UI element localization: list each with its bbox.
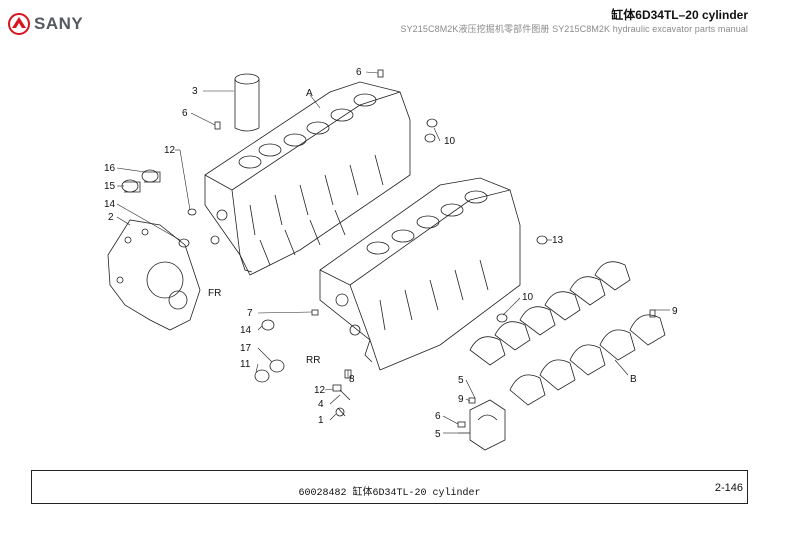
- bolts-lower: [332, 369, 352, 417]
- callout-8: 8: [349, 374, 355, 385]
- pin-7: [311, 309, 319, 316]
- callout-9-right: 9: [672, 306, 678, 317]
- seal-14-upper: [178, 238, 190, 248]
- callout-5-upper: 5: [458, 375, 464, 386]
- callout-4: 4: [318, 399, 324, 410]
- callout-13: 13: [552, 235, 564, 246]
- callout-7: 7: [247, 308, 253, 319]
- leader-lines: [116, 71, 670, 434]
- callout-labels: 3 6 A 6 10 12 16 15 14 2 FR 13 10 9 7 14…: [104, 67, 678, 440]
- callout-12-upper: 12: [164, 145, 176, 156]
- seal-14-lower: [261, 319, 275, 331]
- callout-16: 16: [104, 163, 116, 174]
- callout-15: 15: [104, 181, 116, 192]
- page-subtitle: SY215C8M2K液压挖掘机零部件图册 SY215C8M2K hydrauli…: [400, 24, 748, 34]
- part-caption: 60028482 缸体6D34TL-20 cylinder: [298, 488, 481, 499]
- bearing-caps-lower: [509, 314, 666, 406]
- plugs-17-11: [254, 359, 285, 383]
- plug-13: [536, 235, 548, 245]
- callout-1: 1: [318, 415, 324, 426]
- callout-14-lower: 14: [240, 325, 252, 336]
- callout-6-lower: 6: [435, 411, 441, 422]
- callout-6-top: 6: [356, 67, 362, 78]
- caption-bar: 60028482 缸体6D34TL-20 cylinder 2-146: [31, 470, 748, 504]
- cylinder-liner: [234, 73, 260, 132]
- callout-14-upper: 14: [104, 199, 116, 210]
- page-title: 缸体6D34TL–20 cylinder: [611, 8, 748, 22]
- callout-2: 2: [108, 212, 114, 223]
- callout-17: 17: [240, 343, 252, 354]
- plug-10-lower: [496, 313, 508, 323]
- logo-text: SANY: [34, 14, 84, 33]
- plug-12-upper: [187, 208, 197, 216]
- callout-A: A: [306, 88, 313, 99]
- callout-11: 11: [240, 359, 251, 370]
- pin-9-right: [649, 309, 656, 318]
- callout-10-lower: 10: [522, 292, 534, 303]
- rear-bearing-cap: [457, 397, 506, 451]
- callout-5-lower: 5: [435, 429, 441, 440]
- pin-6-top: [377, 69, 384, 78]
- sany-emblem-icon: [8, 13, 30, 35]
- pin-6-left: [214, 121, 221, 130]
- bearing-caps-upper: [469, 261, 631, 366]
- plugs-left: [121, 169, 161, 193]
- callout-9-lower: 9: [458, 394, 464, 405]
- callout-3: 3: [192, 86, 198, 97]
- callout-12-lower: 12: [314, 385, 326, 396]
- cylinder-block-lower: [319, 177, 521, 371]
- cylinder-block-upper: [204, 81, 411, 276]
- callout-6-left: 6: [182, 108, 188, 119]
- callout-RR: RR: [306, 355, 320, 366]
- plug-10-upper: [424, 118, 438, 143]
- page-number: 2-146: [714, 482, 743, 494]
- callout-B: B: [630, 374, 637, 385]
- sany-logo: SANY: [8, 11, 83, 37]
- parts-drawing: 3 6 A 6 10 12 16 15 14 2 FR 13 10 9 7 14…: [104, 67, 678, 451]
- rear-plate: [107, 219, 201, 331]
- callout-FR: FR: [208, 288, 221, 299]
- callout-10-upper: 10: [444, 136, 456, 147]
